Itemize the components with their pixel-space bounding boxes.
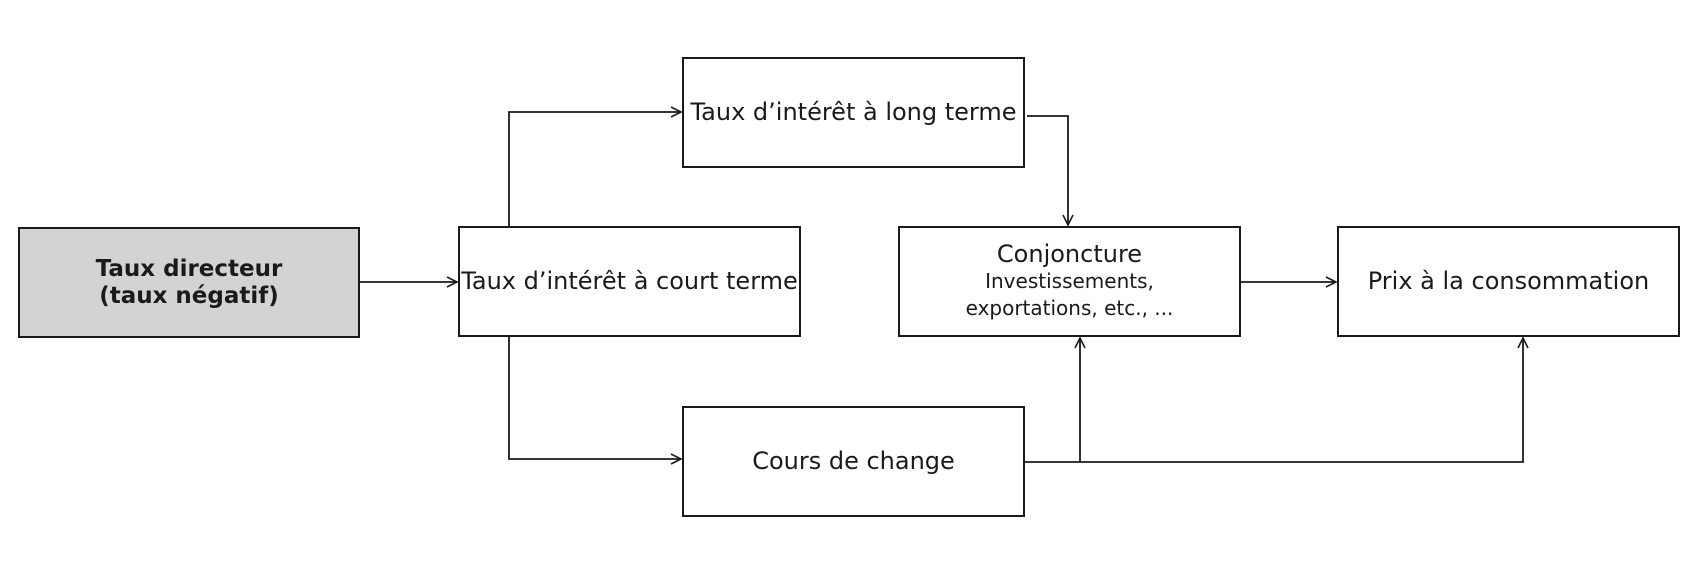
node-cours-de-change: Cours de change <box>682 406 1025 517</box>
arrow-long-terme-to-conjoncture <box>1027 115 1068 225</box>
line-change-to-prix <box>1025 338 1523 463</box>
node-cours-de-change-label: Cours de change <box>752 446 955 475</box>
node-conjoncture-line1: Investissements, <box>985 269 1154 294</box>
node-conjoncture: Conjoncture Investissements, exportation… <box>898 226 1241 337</box>
node-taux-court-terme: Taux d’intérêt à court terme <box>458 226 801 337</box>
node-taux-long-terme-label: Taux d’intérêt à long terme <box>690 97 1017 126</box>
node-conjoncture-line2: exportations, etc., ... <box>965 296 1174 321</box>
node-prix-consommation-label: Prix à la consommation <box>1367 266 1650 295</box>
arrow-court-terme-to-long-terme <box>508 112 681 226</box>
node-taux-court-terme-label: Taux d’intérêt à court terme <box>461 266 798 295</box>
node-taux-directeur-line2: (taux négatif) <box>99 282 279 309</box>
node-conjoncture-title: Conjoncture <box>996 239 1143 268</box>
node-taux-directeur: Taux directeur (taux négatif) <box>18 227 360 338</box>
node-taux-long-terme: Taux d’intérêt à long terme <box>682 57 1025 168</box>
node-taux-directeur-line1: Taux directeur <box>95 256 283 283</box>
arrow-court-terme-to-change <box>508 337 681 459</box>
node-prix-consommation: Prix à la consommation <box>1337 226 1680 337</box>
